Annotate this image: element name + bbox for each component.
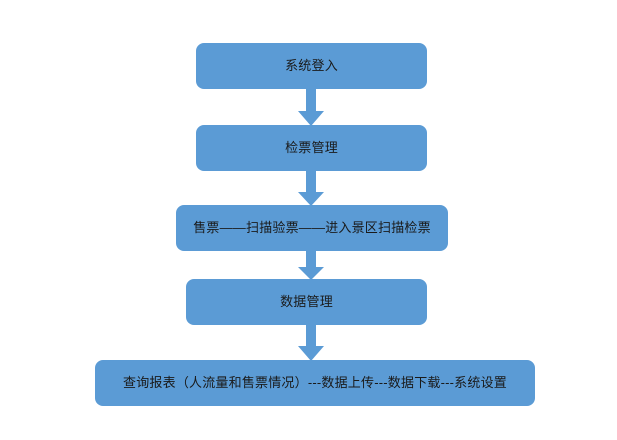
flow-node-label: 检票管理 <box>285 140 338 156</box>
flow-node-ticket-check-management[interactable]: 检票管理 <box>196 125 427 171</box>
flow-arrow-down-check-to-flow <box>297 170 325 207</box>
flow-node-label: 查询报表（人流量和售票情况）---数据上传---数据下载---系统设置 <box>123 375 507 391</box>
flow-node-report-settings[interactable]: 查询报表（人流量和售票情况）---数据上传---数据下载---系统设置 <box>95 360 535 406</box>
flow-arrow-down-flow-to-data <box>297 250 325 281</box>
flow-node-ticket-flow[interactable]: 售票——扫描验票——进入景区扫描检票 <box>176 205 448 251</box>
flow-node-label: 数据管理 <box>280 294 333 310</box>
flow-node-label: 系统登入 <box>285 58 338 74</box>
flow-arrow-down-data-to-report <box>297 324 325 362</box>
flow-node-system-login[interactable]: 系统登入 <box>196 43 427 89</box>
flow-node-data-management[interactable]: 数据管理 <box>186 279 427 325</box>
flow-arrow-down-login-to-check <box>297 88 325 127</box>
flow-node-label: 售票——扫描验票——进入景区扫描检票 <box>193 220 431 236</box>
